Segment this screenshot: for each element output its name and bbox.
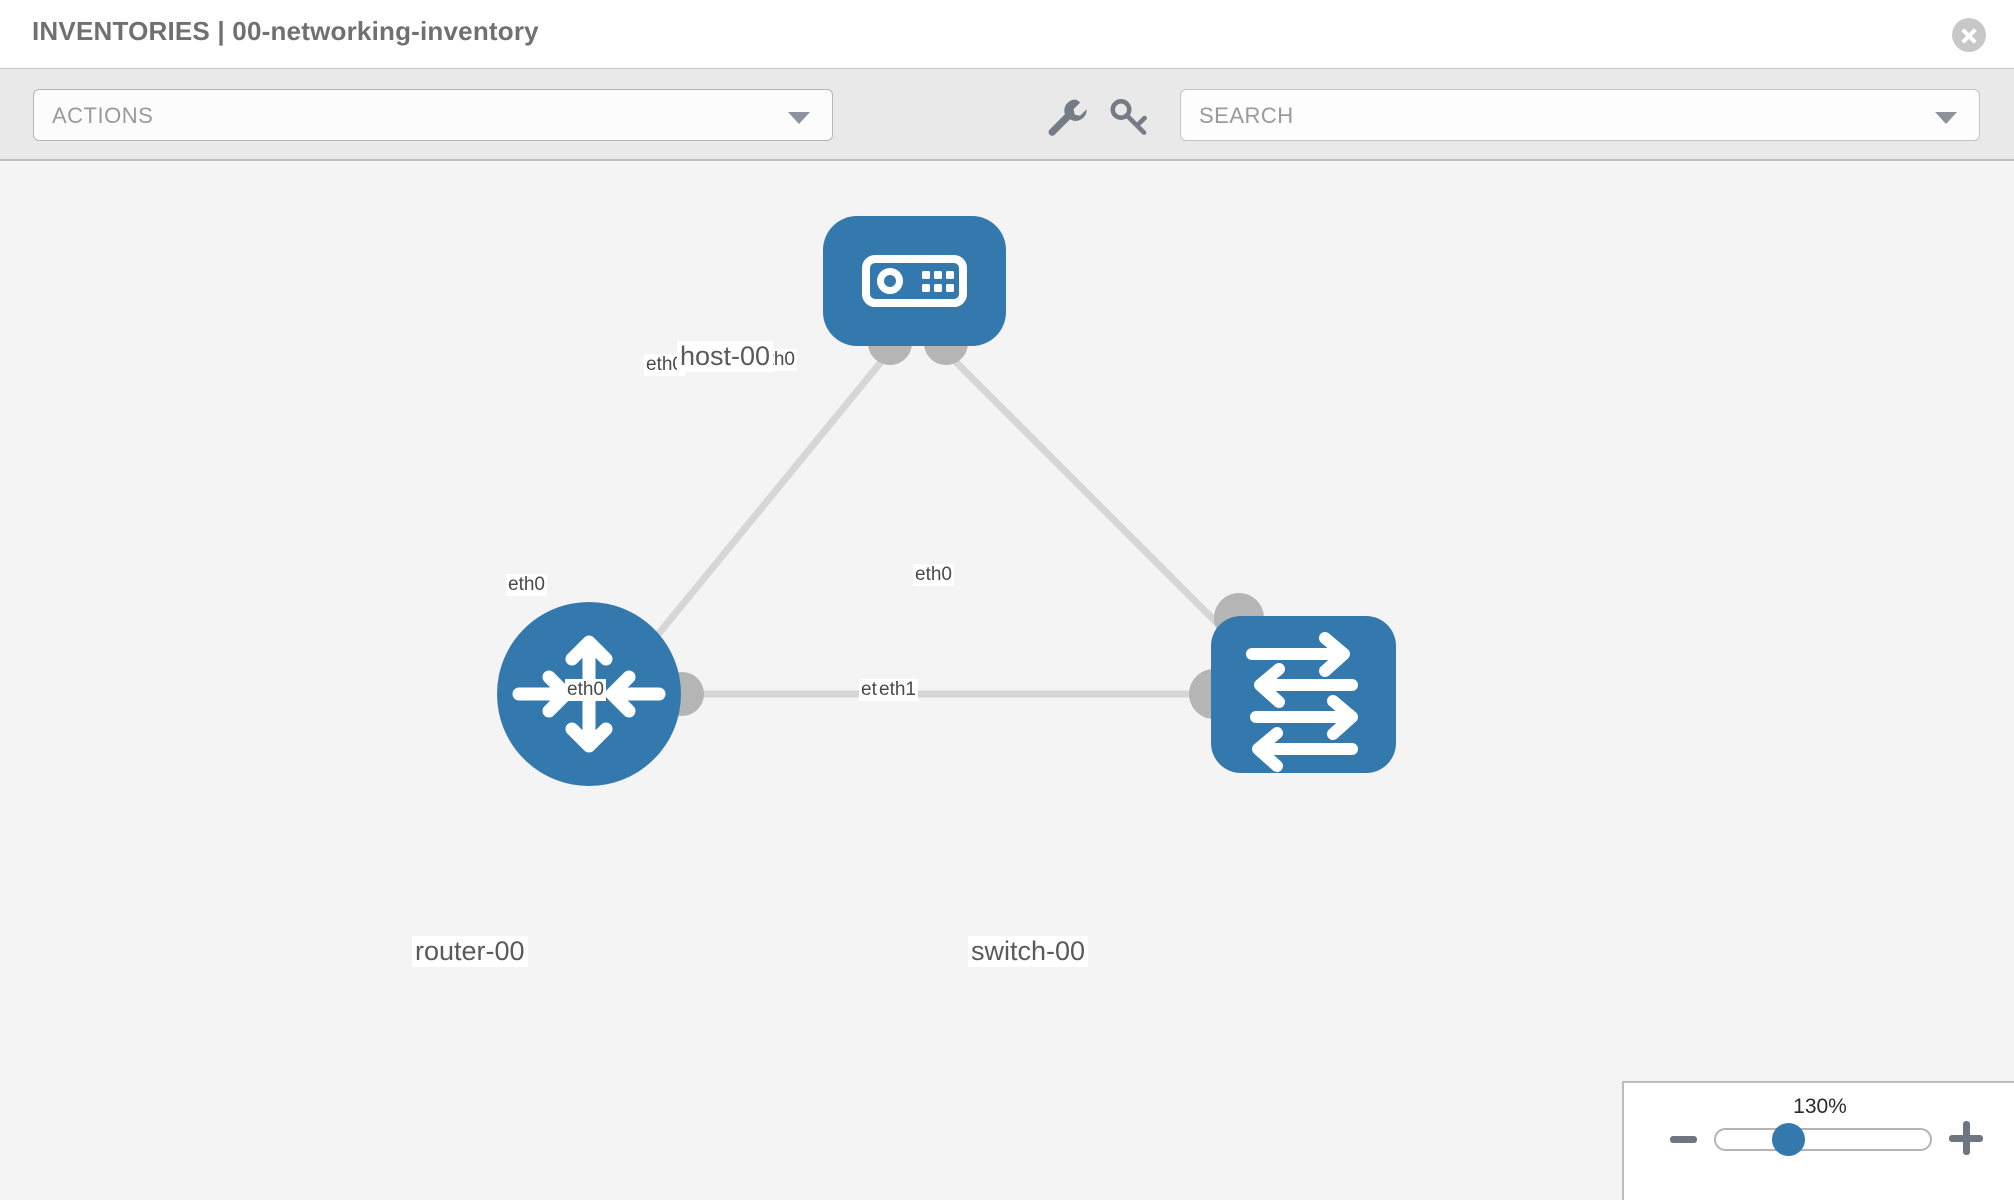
page-header: INVENTORIES | 00-networking-inventory [0,0,2014,69]
node-switch-00[interactable] [1211,616,1396,773]
zoom-level-value: 130% [1793,1095,1847,1118]
key-icon[interactable] [1103,91,1153,141]
actions-dropdown-label: ACTIONS [52,103,154,128]
search-input[interactable]: SEARCH [1180,89,1980,141]
wrench-icon[interactable] [1040,91,1090,141]
node-host-00[interactable] [823,216,1006,346]
iface-label: eth0 [644,354,685,376]
node-label-router-00: router-00 [412,936,528,968]
plus-icon[interactable] [1949,1121,1983,1155]
iface-label: eth0 [913,564,954,586]
page-title: INVENTORIES | 00-networking-inventory [32,16,539,46]
toolbar: ACTIONS SEARCH [0,69,2014,161]
iface-label: eth1 [877,679,918,701]
node-label-host-00: host-00 [677,341,774,373]
iface-label: eth0 [506,574,547,596]
chevron-down-icon [788,112,810,124]
topology-links [617,348,1248,698]
actions-dropdown[interactable]: ACTIONS [33,89,833,141]
search-placeholder: SEARCH [1199,103,1294,128]
zoom-slider-track[interactable] [1714,1128,1932,1151]
link-host00-router00 [617,348,893,684]
link-host00-switch00 [942,348,1248,654]
chevron-down-icon[interactable] [1935,112,1957,124]
zoom-control-panel: 130% [1622,1081,2014,1200]
zoom-slider-thumb[interactable] [1772,1123,1805,1156]
node-label-switch-00: switch-00 [968,936,1089,968]
topology-graph [497,216,1396,786]
close-icon[interactable] [1952,18,1986,52]
topology-canvas[interactable]: eth0 eth0 eth0 eth0 eth0 eth0 eth1 route… [0,161,2014,1200]
iface-label: eth0 [565,679,606,701]
minus-icon[interactable] [1670,1136,1697,1143]
